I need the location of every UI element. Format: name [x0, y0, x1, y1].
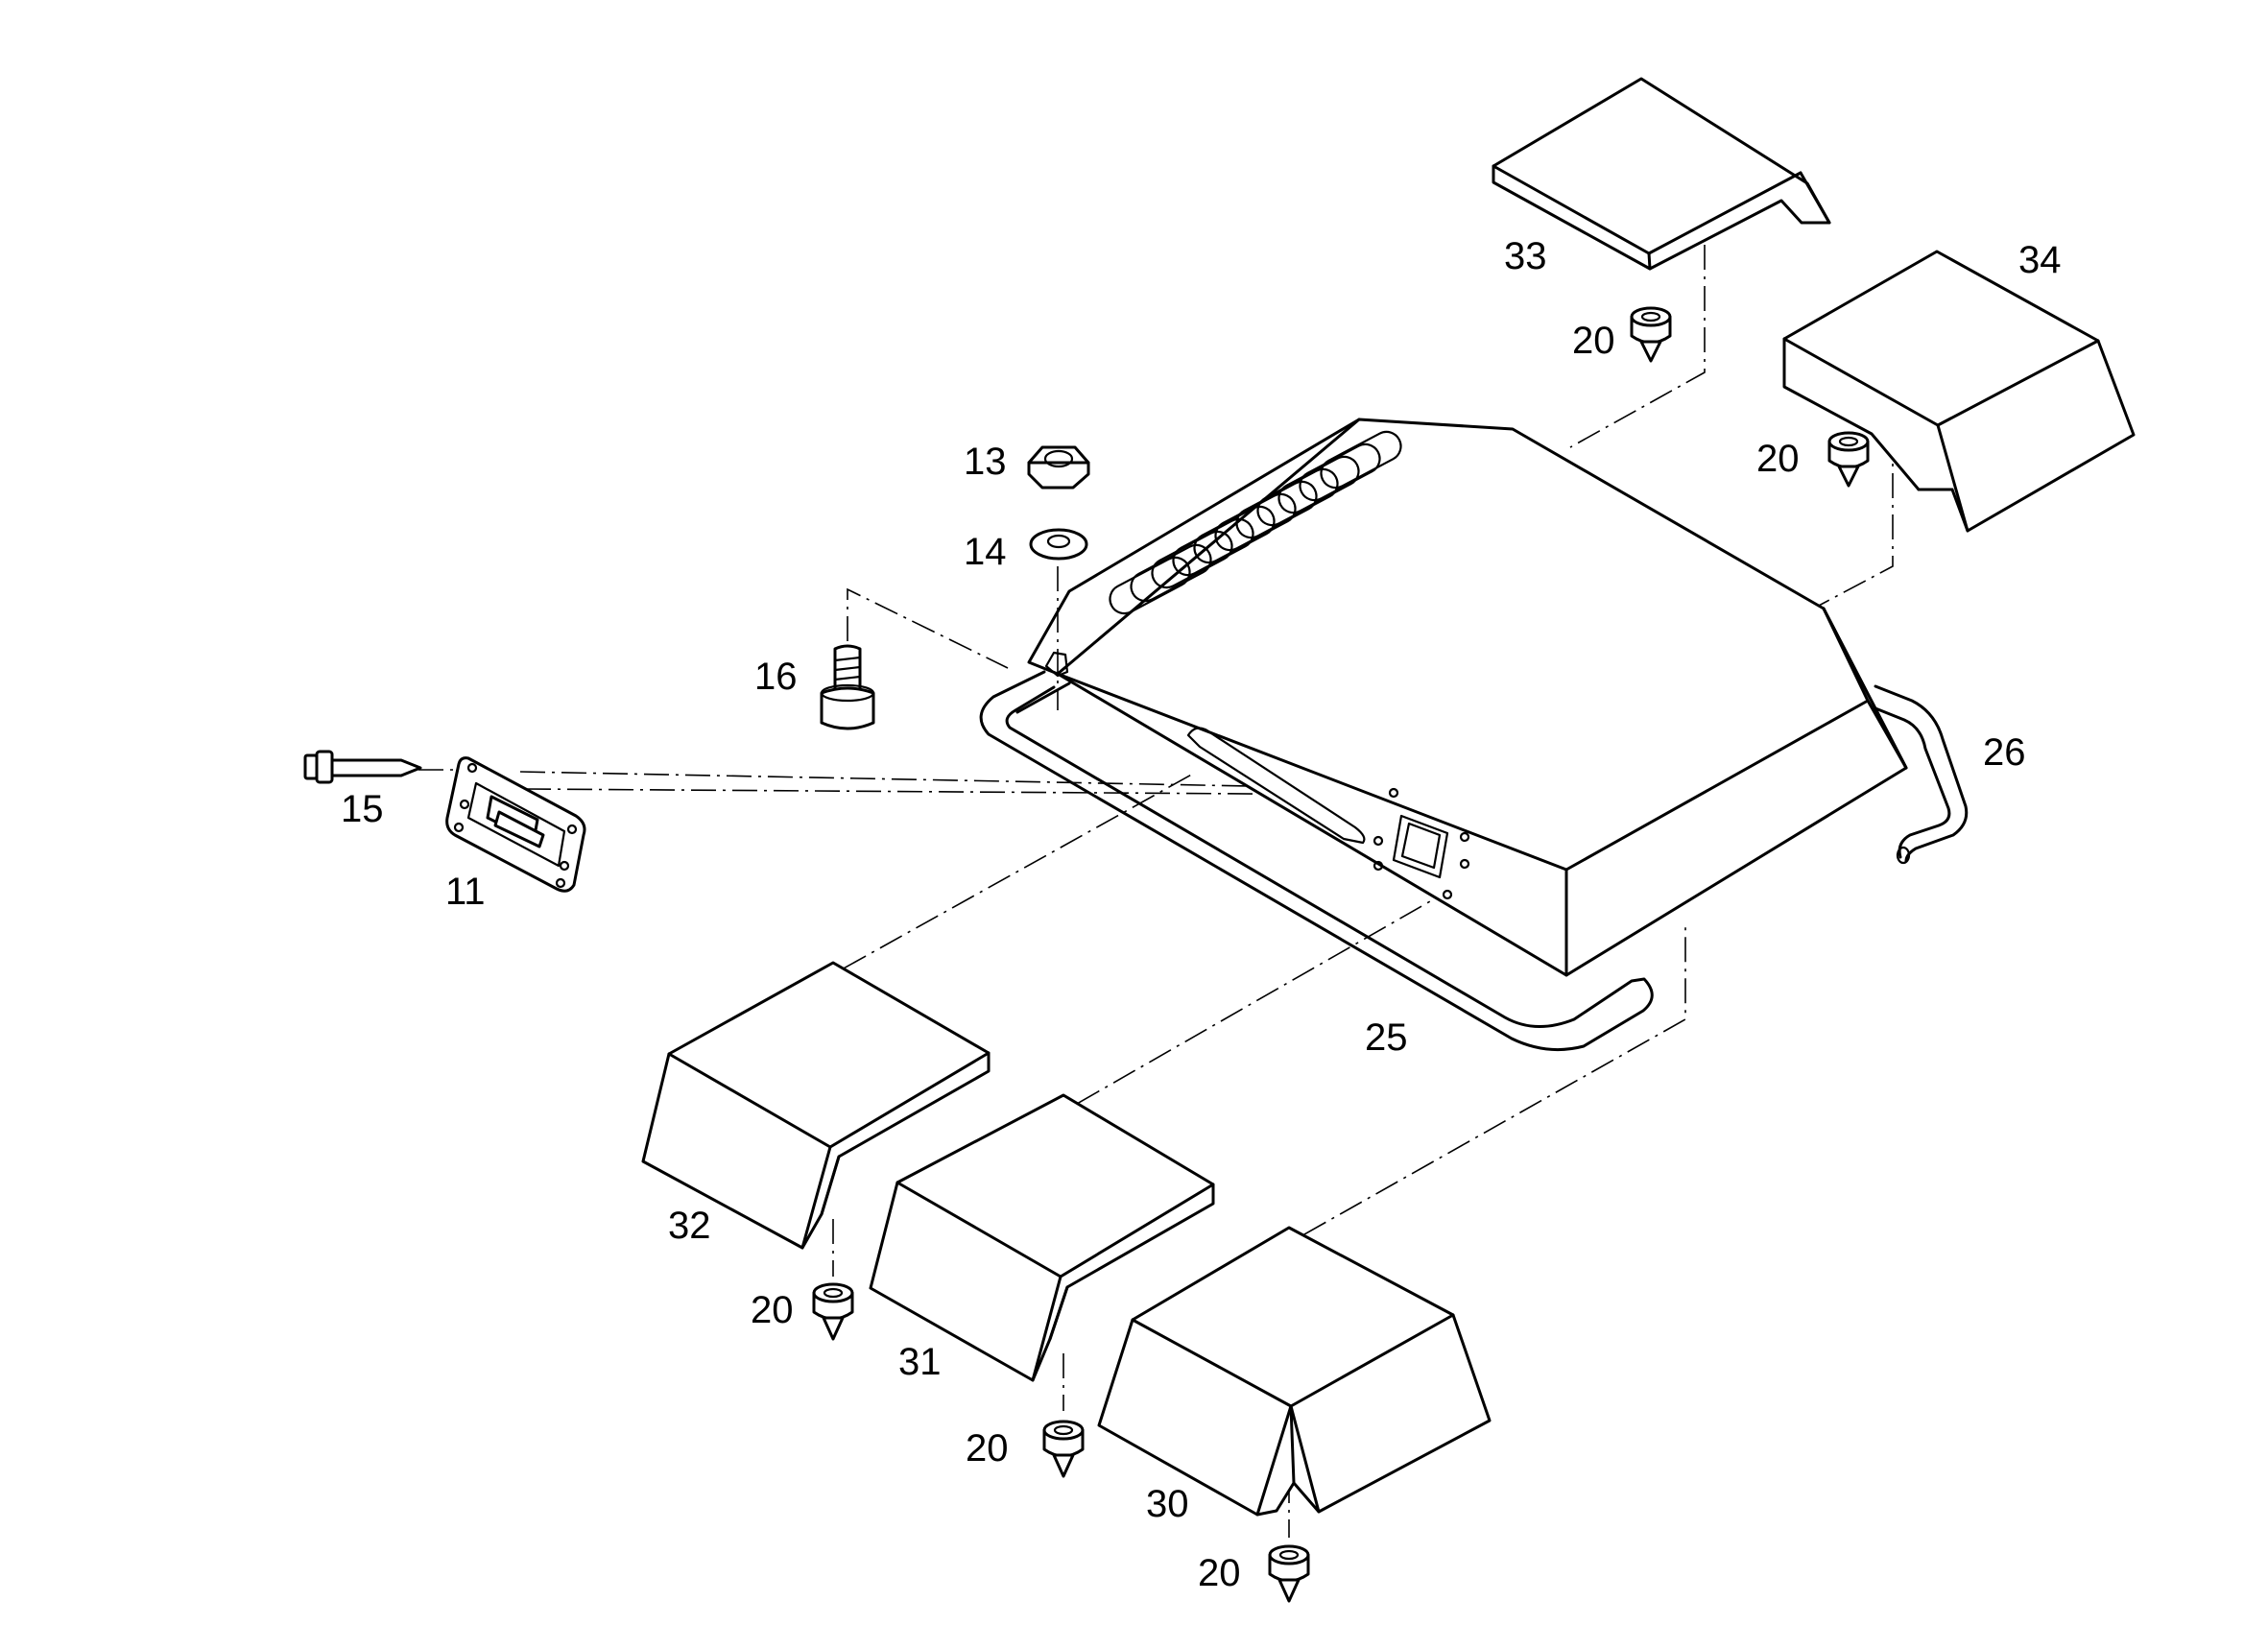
part-20-foot — [812, 1282, 854, 1341]
part-31-block — [869, 1093, 1215, 1382]
part-26-pipe — [1874, 684, 1969, 865]
part-20-foot — [1827, 431, 1870, 488]
label-32: 32 — [668, 1205, 711, 1247]
label-26: 26 — [1983, 731, 2026, 774]
label-20: 20 — [1572, 320, 1615, 362]
label-14: 14 — [964, 531, 1007, 573]
label-30: 30 — [1146, 1483, 1189, 1525]
part-30-block — [1097, 1226, 1492, 1517]
label-16: 16 — [754, 656, 798, 698]
part-13-nut — [1027, 445, 1090, 490]
part-32-block — [641, 961, 991, 1250]
part-20-foot — [1630, 306, 1672, 363]
louver-slots — [1109, 430, 1402, 615]
label-33: 33 — [1504, 235, 1547, 277]
label-11: 11 — [445, 871, 486, 913]
label-31: 31 — [898, 1341, 942, 1383]
part-20-foot — [1042, 1420, 1085, 1478]
label-25: 25 — [1365, 1016, 1408, 1059]
label-15: 15 — [341, 788, 384, 830]
part-34-block — [1782, 250, 2136, 533]
part-14-washer — [1029, 528, 1088, 561]
label-34: 34 — [2018, 239, 2062, 281]
feet — [812, 306, 1870, 1603]
part-15-bolt — [303, 750, 422, 784]
part-labels: 33 34 20 20 13 14 16 26 15 11 25 32 20 3… — [341, 235, 2062, 1594]
label-20: 20 — [1756, 438, 1800, 480]
label-20: 20 — [751, 1289, 794, 1331]
label-13: 13 — [964, 441, 1007, 483]
label-20: 20 — [966, 1427, 1009, 1470]
part-11-latch-plate — [445, 756, 586, 893]
part-25-frame-rail — [979, 670, 1654, 1052]
part-16-screw — [820, 644, 875, 730]
part-33-cover — [1492, 77, 1831, 271]
housing — [1027, 418, 1908, 977]
label-20: 20 — [1198, 1552, 1241, 1594]
part-20-foot — [1268, 1544, 1310, 1603]
